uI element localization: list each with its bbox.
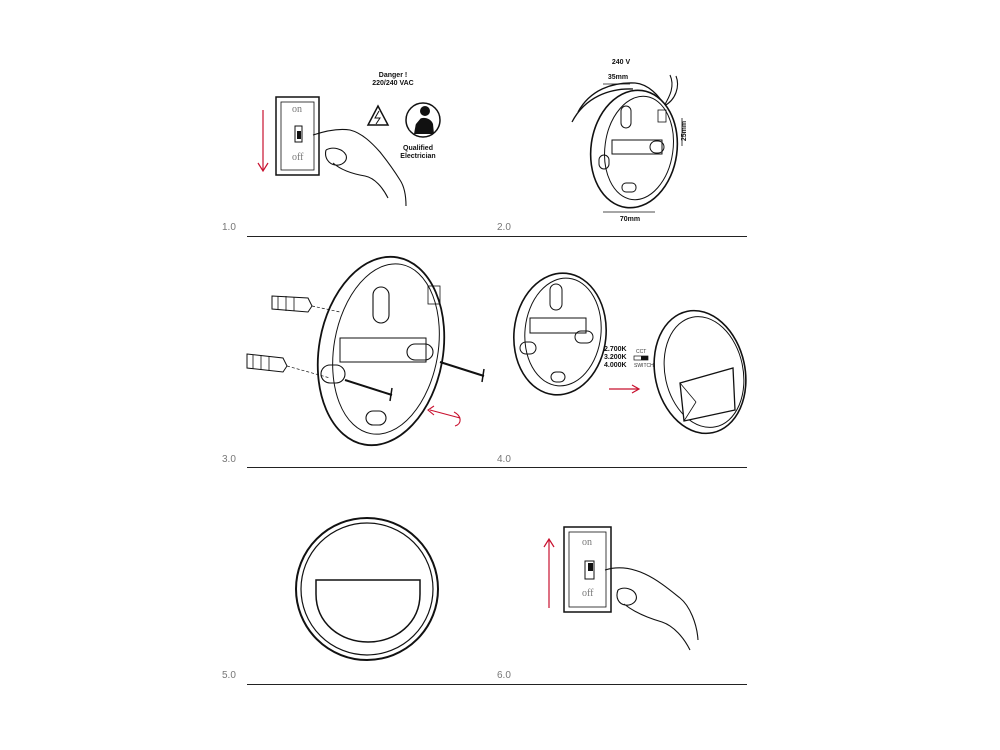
step-number-6: 6.0 [497,670,511,681]
step-number-1: 1.0 [222,222,236,233]
step5-illustration [295,517,439,661]
switch-on-label-step6: on [582,537,592,548]
depth-dimension-label: 35mm [607,74,629,81]
step-number-4: 4.0 [497,454,511,465]
row-divider-3 [247,684,747,685]
qualified-line2: Electrician [400,153,436,160]
wall-plug-bottom [246,353,331,379]
row-divider-2 [247,467,747,468]
row-divider-1 [247,236,747,237]
base-plate [589,89,679,209]
step-number-3: 3.0 [222,454,236,465]
screw-2 [344,379,393,396]
step6-illustration [543,526,699,651]
width-dimension-label: 70mm [619,216,641,223]
cover-light-window [679,367,736,422]
cct-value-3: 4.000K [604,362,627,369]
switch-on-label: on [292,104,302,115]
screw-1 [439,361,485,377]
hand-outline [312,128,407,207]
step4-illustration [513,272,747,435]
step-number-5: 5.0 [222,670,236,681]
base-plate-large [316,255,446,447]
step3-illustration [246,255,485,447]
switch-label: SWITCH [634,363,654,369]
step1-illustration [257,96,441,207]
hand-outline-on [604,567,699,651]
cct-label: CCT [636,349,647,355]
cct-values: 2.700K 3.200K 4.000K [604,346,630,370]
fixture-light-window [315,579,421,643]
wall-plug-top [271,295,341,313]
step2-illustration [571,74,683,213]
danger-line1: Danger ! [378,72,408,79]
height-dimension-label: 25mm [681,120,688,142]
switch-off-label: off [292,152,304,163]
rotation-arrow [429,409,461,427]
qualified-electrician-label: Qualified Electrician [388,145,448,161]
front-cover [653,309,747,435]
switch-off-label-step6: off [582,588,594,599]
step-number-2: 2.0 [497,222,511,233]
qualified-line1: Qualified [403,145,433,152]
cct-value-2: 3.200K [604,354,627,361]
danger-label: Danger ! 220/240 VAC [363,72,423,88]
mounted-base [513,272,607,396]
danger-triangle-icon [366,104,390,126]
danger-line2: 220/240 VAC [372,80,414,87]
cct-value-1: 2.700K [604,346,627,353]
voltage-label: 240 V [611,59,631,66]
